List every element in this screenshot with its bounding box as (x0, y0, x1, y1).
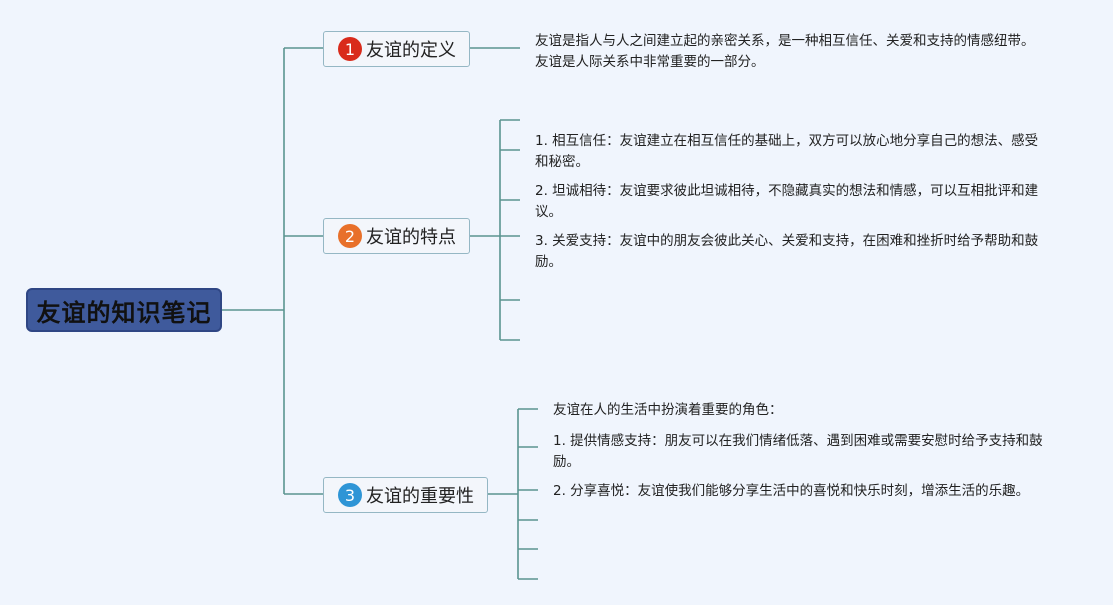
topic-label: 友谊的重要性 (366, 486, 474, 507)
topic-3-bracket (517, 408, 538, 580)
number-badge-icon: 1 (338, 37, 362, 61)
root-topic[interactable]: 友谊的知识笔记 (26, 288, 222, 332)
topic-label: 友谊的定义 (366, 40, 456, 61)
root-title: 友谊的知识笔记 (36, 298, 212, 327)
characteristic-note-trust[interactable]: 1. 相互信任：友谊建立在相互信任的基础上，双方可以放心地分享自己的想法、感受和… (535, 133, 1039, 170)
topic-label: 友谊的特点 (366, 227, 456, 248)
number-badge-icon: 2 (338, 224, 362, 248)
importance-note-support[interactable]: 1. 提供情感支持：朋友可以在我们情绪低落、遇到困难或需要安慰时给予支持和鼓励。 (553, 433, 1043, 470)
topic-importance[interactable]: 3 友谊的重要性 (323, 477, 488, 513)
importance-note-intro[interactable]: 友谊在人的生活中扮演着重要的角色： (553, 402, 783, 418)
topic-characteristics[interactable]: 2 友谊的特点 (323, 218, 470, 254)
definition-note[interactable]: 友谊是指人与人之间建立起的亲密关系，是一种相互信任、关爱和支持的情感纽带。友谊是… (535, 33, 1035, 70)
number-badge-icon: 3 (338, 483, 362, 507)
topic-definition[interactable]: 1 友谊的定义 (323, 31, 470, 67)
importance-note-joy[interactable]: 2. 分享喜悦：友谊使我们能够分享生活中的喜悦和快乐时刻，增添生活的乐趣。 (553, 483, 1030, 499)
characteristic-note-care[interactable]: 3. 关爱支持：友谊中的朋友会彼此关心、关爱和支持，在困难和挫折时给予帮助和鼓励… (535, 233, 1039, 270)
topic-2-bracket (499, 119, 520, 341)
characteristic-note-honesty[interactable]: 2. 坦诚相待：友谊要求彼此坦诚相待，不隐藏真实的想法和情感，可以互相批评和建议… (535, 183, 1039, 220)
